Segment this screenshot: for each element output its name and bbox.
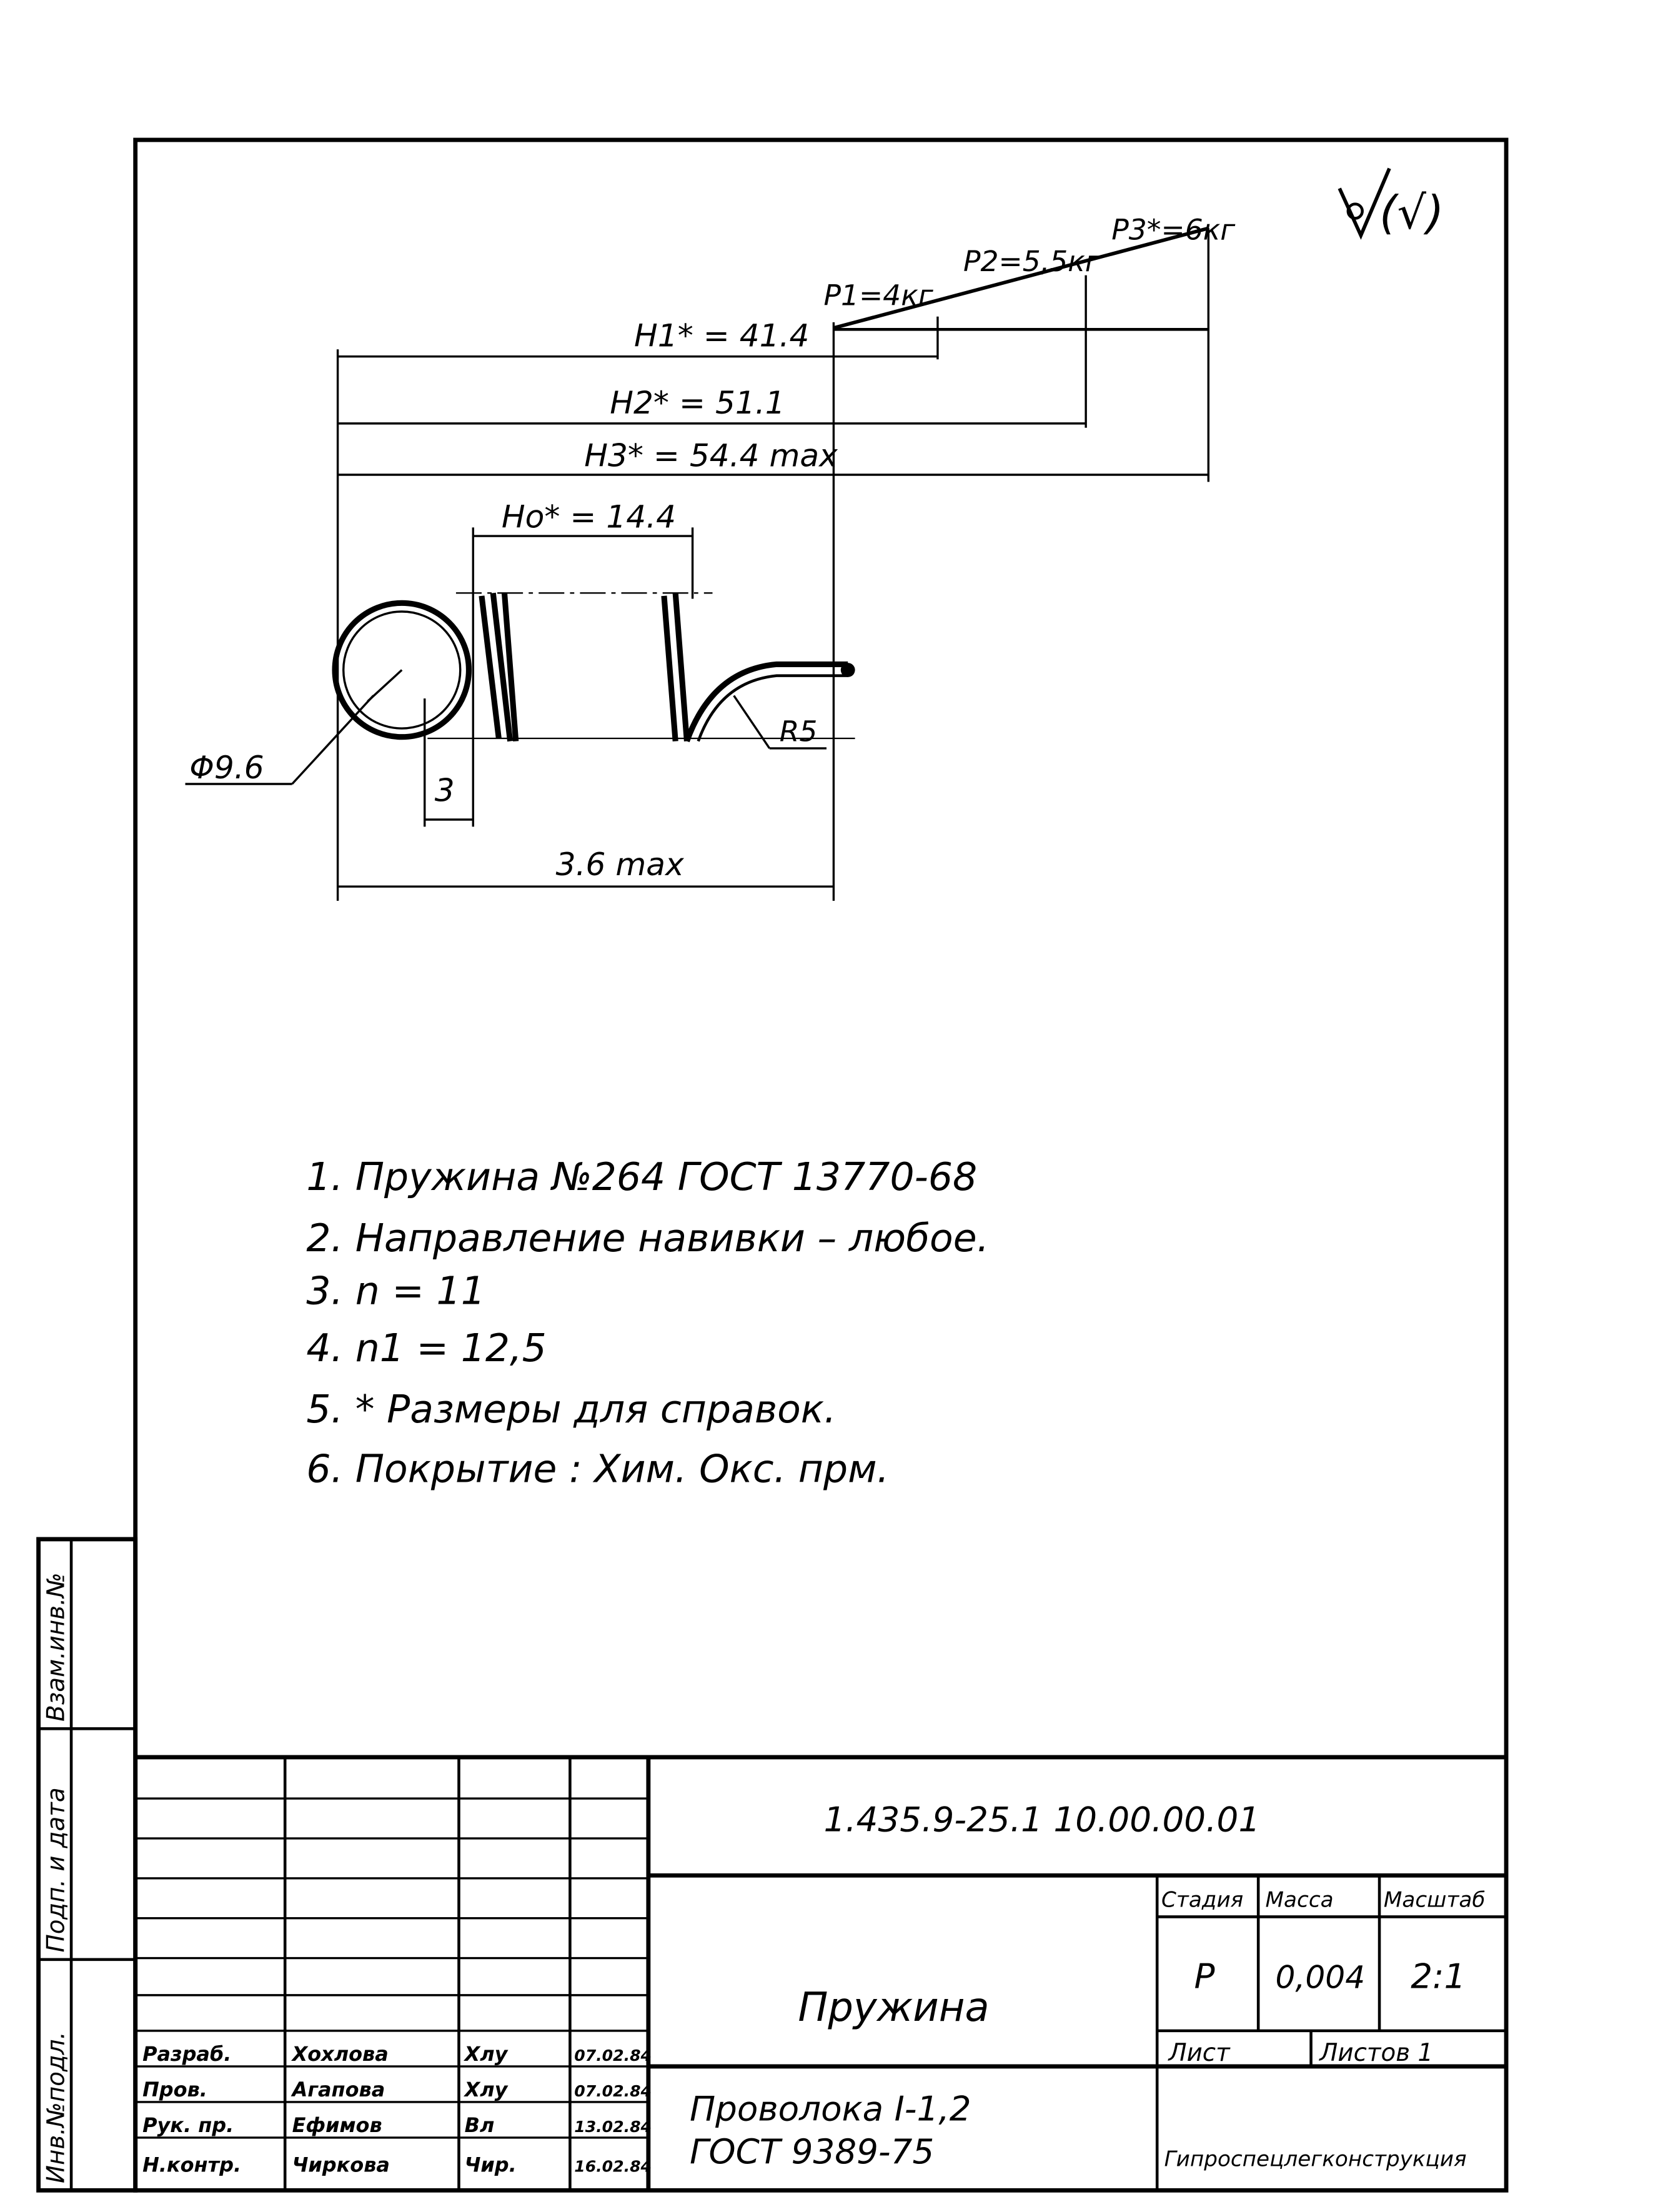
- side-strip: Инв.№подл. Подп. и дата Взам.инв.№: [36, 1537, 138, 2193]
- material-line-2: ГОСТ 9389-75: [690, 2131, 934, 2171]
- h3-label: H3* = 54.4 max: [584, 437, 838, 474]
- stage-label: Стадия: [1161, 1887, 1243, 1912]
- diameter-label: Φ9.6: [189, 749, 264, 786]
- roughness-value: (√): [1379, 186, 1444, 239]
- sig-name: Хохлова: [291, 2042, 389, 2066]
- mass-label: Масса: [1266, 1887, 1334, 1912]
- designation: 1.435.9-25.1 10.00.00.01: [823, 1800, 1260, 1840]
- sig-sign: Хлу: [464, 2042, 509, 2066]
- sheets-label: Листов 1: [1318, 2039, 1433, 2067]
- podp-data-label: Подп. и дата: [42, 1787, 71, 1952]
- mass-value: 0,004: [1276, 1958, 1366, 1995]
- sig-name: Чиркова: [292, 2153, 390, 2177]
- note-1: 1. Пружина №264 ГОСТ 13770-68: [306, 1154, 977, 1199]
- p2-label: P2=5,5кг: [963, 245, 1101, 278]
- part-name: Пружина: [798, 1985, 989, 2031]
- sig-sign: Вл: [465, 2113, 495, 2137]
- sig-date: 16.02.84: [574, 2158, 652, 2176]
- scale-label: Масштаб: [1384, 1887, 1486, 1912]
- length-label: 3.6 max: [556, 846, 685, 883]
- p3-label: P3*=6кг: [1111, 214, 1236, 247]
- sig-date: 07.02.84: [574, 2082, 652, 2100]
- material-line-1: Проволока I-1,2: [690, 2089, 971, 2129]
- stage-value: Р: [1194, 1956, 1215, 1996]
- organization: Гипроспецлегконструкция: [1164, 2147, 1467, 2172]
- p1-label: P1=4кг: [823, 279, 933, 312]
- note-3: 3. n = 11: [306, 1269, 485, 1314]
- technical-notes: 1. Пружина №264 ГОСТ 13770-68 2. Направл…: [306, 1154, 989, 1492]
- radius-label: R5: [780, 715, 818, 748]
- h0-label: Ho* = 14.4: [502, 498, 676, 535]
- sig-name: Ефимов: [292, 2113, 382, 2137]
- note-4: 4. n1 = 12,5: [306, 1326, 546, 1371]
- spring-view: Ho* = 14.4 Φ9.6 R5 3 3.6 max: [185, 498, 855, 888]
- roughness-symbol: (√): [1338, 167, 1444, 240]
- sig-role: Рук. пр.: [142, 2113, 234, 2137]
- h2-label: H2* = 51.1: [610, 384, 785, 421]
- sig-role: Н.контр.: [142, 2153, 241, 2177]
- note-6: 6. Покрытие : Хим. Окс. прм.: [306, 1447, 889, 1492]
- sig-sign: Чир.: [465, 2153, 517, 2177]
- sig-role: Пров.: [142, 2078, 207, 2101]
- sig-date: 07.02.84: [574, 2046, 652, 2065]
- title-block: 1.435.9-25.1 10.00.00.01 Пружина Проволо…: [135, 1755, 1507, 2191]
- scale-value: 2:1: [1411, 1956, 1466, 1996]
- sig-role: Разраб.: [142, 2042, 231, 2066]
- hook-offset-label: 3: [435, 771, 455, 808]
- sig-date: 13.02.84: [574, 2118, 652, 2136]
- inv-podl-label: Инв.№подл.: [42, 2031, 71, 2183]
- note-5: 5. * Размеры для справок.: [306, 1387, 836, 1432]
- sheet-label: Лист: [1167, 2039, 1231, 2067]
- note-2: 2. Направление навивки – любое.: [306, 1216, 989, 1261]
- drawing-frame: [133, 137, 1509, 2193]
- h1-label: H1* = 41.4: [634, 317, 809, 354]
- force-diagram: P1=4кг P2=5,5кг P3*=6кг: [823, 214, 1236, 901]
- sig-sign: Хлу: [464, 2078, 509, 2101]
- sig-name: Агапова: [290, 2078, 385, 2101]
- height-dimensions: H1* = 41.4 H2* = 51.1 H3* = 54.4 max: [336, 317, 1209, 901]
- vzam-inv-label: Взам.инв.№: [42, 1572, 71, 1722]
